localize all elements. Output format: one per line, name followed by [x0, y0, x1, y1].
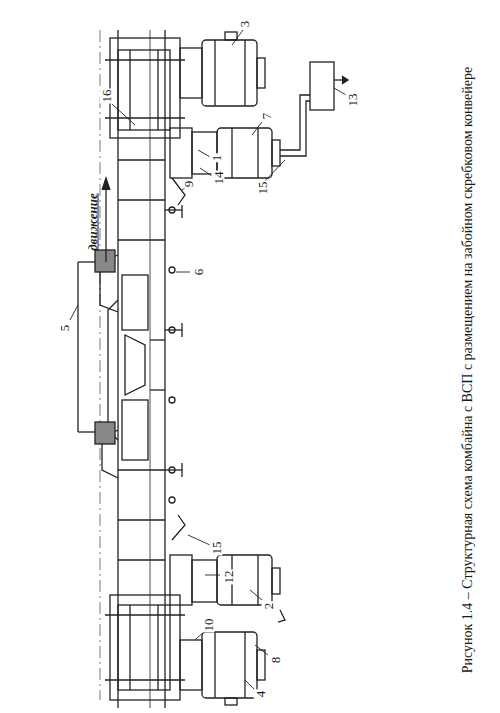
top-drive-motors [170, 32, 348, 205]
callout-number: 2 [262, 602, 275, 611]
callout-number: 3 [238, 20, 251, 29]
callout-number: 8 [269, 656, 282, 665]
callout-number: 7 [260, 112, 273, 121]
callout-number: 6 [192, 268, 205, 277]
callout-number: 14 [212, 171, 225, 186]
bottom-drive-motors [170, 515, 285, 705]
cutting-unit [78, 250, 115, 444]
face-conveyor [100, 30, 185, 708]
callout-number: 15 [210, 541, 223, 556]
callout-number: 16 [100, 89, 113, 104]
callout-number: 13 [346, 93, 359, 108]
callout-number: 9 [182, 180, 195, 189]
callout-number: 5 [58, 324, 71, 333]
motion-label: движение [86, 193, 99, 251]
leader-lines [70, 30, 346, 690]
figure-caption: Рисунок 1.4 – Структурная схема комбайна… [461, 67, 475, 673]
motion-arrow [102, 178, 110, 262]
callout-number: 15 [256, 181, 269, 196]
callout-number: 12 [222, 570, 235, 585]
callout-number: 10 [202, 618, 215, 633]
callout-number: 4 [254, 690, 267, 699]
callout-number: 1 [210, 154, 223, 163]
